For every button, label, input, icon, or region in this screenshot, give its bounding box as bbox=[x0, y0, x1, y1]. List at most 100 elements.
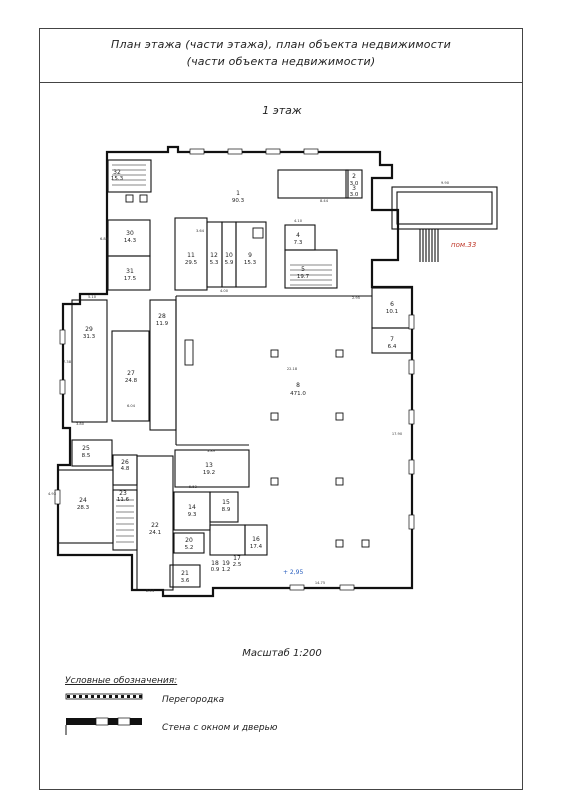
room-number: 9 bbox=[248, 252, 252, 259]
room-number: 19 bbox=[222, 560, 230, 567]
window bbox=[408, 314, 415, 330]
window bbox=[54, 489, 61, 505]
shaft bbox=[139, 194, 148, 203]
room-number: 7 bbox=[390, 336, 394, 343]
dimension-label: 5.52 bbox=[189, 485, 197, 489]
room-number: 29 bbox=[85, 326, 93, 333]
dimension-label: 22.18 bbox=[287, 367, 298, 371]
room-area: 2.5 bbox=[233, 562, 242, 568]
column bbox=[335, 412, 344, 421]
column bbox=[270, 349, 279, 358]
room-22 bbox=[136, 455, 174, 591]
window bbox=[289, 584, 305, 591]
dimension-label: 3.89 bbox=[207, 449, 216, 453]
room-number: 28 bbox=[158, 313, 166, 320]
room-number: 6 bbox=[390, 301, 394, 308]
dimension-label: 9.90 bbox=[441, 181, 450, 185]
stair-23-steps bbox=[116, 499, 134, 543]
dimension-label: 17.90 bbox=[392, 432, 403, 436]
room-number: 20 bbox=[185, 537, 193, 544]
column bbox=[270, 412, 279, 421]
room-number: 10 bbox=[225, 252, 233, 259]
shaft bbox=[125, 194, 134, 203]
window bbox=[59, 329, 66, 345]
room-25 bbox=[71, 439, 113, 467]
room-area: 1.2 bbox=[222, 567, 231, 573]
room-number: 14 bbox=[188, 504, 196, 511]
room-area: 3.0 bbox=[350, 181, 359, 187]
room-number: 12 bbox=[210, 252, 218, 259]
level-mark: + 2,95 bbox=[283, 569, 303, 576]
dimension-label: 2.54 bbox=[146, 589, 155, 593]
title-block: План этажа (части этажа), план объекта н… bbox=[39, 28, 523, 83]
room-area: 471.0 bbox=[290, 391, 306, 397]
room-area: 6.4 bbox=[388, 344, 397, 350]
room-area: 10.1 bbox=[386, 309, 398, 315]
column bbox=[270, 477, 279, 486]
room-area: 3.0 bbox=[350, 192, 359, 198]
dimension-label: 7.38 bbox=[63, 360, 72, 364]
room-area: 24.8 bbox=[125, 378, 138, 384]
room-number: 11 bbox=[187, 252, 195, 259]
room-27 bbox=[111, 330, 150, 422]
column-wide bbox=[184, 339, 194, 366]
room-number: 26 bbox=[121, 459, 129, 466]
room-number: 17 bbox=[233, 555, 241, 562]
room-area: 19.7 bbox=[297, 274, 310, 280]
shaft bbox=[252, 227, 264, 239]
floor-label: 1 этаж bbox=[262, 104, 302, 117]
room-area: 5.9 bbox=[225, 260, 234, 266]
room-area: 31.3 bbox=[83, 334, 96, 340]
legend-title: Условные обозначения: bbox=[65, 676, 178, 686]
room-6 bbox=[371, 287, 413, 329]
room-area: 29.5 bbox=[185, 260, 198, 266]
dimension-label: 3.64 bbox=[196, 229, 205, 233]
room-area: 9.3 bbox=[188, 512, 197, 518]
dimension-label: 6.84 bbox=[100, 237, 109, 241]
room-31 bbox=[107, 255, 151, 291]
outer-wall bbox=[56, 145, 414, 598]
room-area: 8.5 bbox=[82, 453, 91, 459]
window bbox=[408, 409, 415, 425]
window bbox=[59, 379, 66, 395]
annex-outer bbox=[391, 186, 498, 230]
room-area: 3.6 bbox=[181, 578, 190, 584]
room-32-stair bbox=[107, 159, 152, 193]
room-number: 27 bbox=[127, 370, 135, 377]
dimension-label: 8.44 bbox=[320, 199, 329, 203]
window bbox=[408, 459, 415, 475]
annex-inner bbox=[396, 191, 493, 225]
room-5-stair bbox=[284, 249, 338, 289]
room-7 bbox=[371, 327, 413, 354]
room-number: 31 bbox=[126, 268, 134, 275]
room-number: 15 bbox=[222, 499, 230, 506]
room-area: 90.3 bbox=[232, 198, 245, 204]
dimension-label: 6.04 bbox=[127, 404, 136, 408]
dimension-label: 2.95 bbox=[352, 296, 360, 300]
room-number: 25 bbox=[82, 445, 90, 452]
window bbox=[408, 514, 415, 530]
dimension-label: 14.75 bbox=[315, 581, 325, 585]
room-number: 22 bbox=[151, 522, 159, 529]
dimension-label: 4.00 bbox=[220, 289, 229, 293]
drawing-sheet-frame bbox=[39, 28, 523, 790]
room-area: 5.3 bbox=[210, 260, 219, 266]
room-area: 5.2 bbox=[185, 545, 194, 551]
room-area: 11.6 bbox=[117, 497, 130, 503]
title-line-2: (части объекта недвижимости) bbox=[186, 55, 376, 68]
room-area: 15.3 bbox=[111, 176, 124, 182]
legend-partition-pattern bbox=[67, 695, 142, 698]
room-number: 8 bbox=[296, 382, 300, 389]
window bbox=[265, 148, 281, 155]
room-2-3 bbox=[345, 169, 363, 199]
room-area: 0.9 bbox=[211, 567, 220, 573]
room-number: 4 bbox=[296, 232, 300, 239]
stair-5-steps bbox=[290, 264, 332, 286]
room-area: 28.3 bbox=[77, 505, 90, 511]
window bbox=[227, 148, 243, 155]
window bbox=[408, 359, 415, 375]
dimension-label: 4.93 bbox=[48, 492, 56, 496]
room-area: 8.9 bbox=[222, 507, 231, 513]
column bbox=[335, 349, 344, 358]
